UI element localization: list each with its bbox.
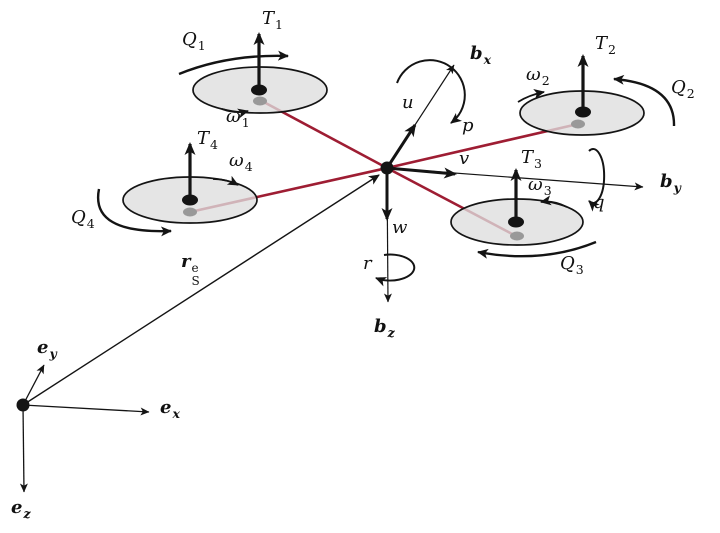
rotor-speed-arrow-1: [221, 108, 249, 119]
label-torque-2: Q2: [671, 77, 695, 101]
roll-rate-arrow-p: [396, 59, 466, 124]
rotor-3-hub: [510, 231, 524, 241]
torque-arrow-3: [477, 240, 597, 259]
label-velocity-v: v: [459, 148, 470, 169]
label-inertial-axis-x: ex: [160, 397, 180, 421]
inertial-axis-z-arrow: [19, 404, 28, 493]
origin-dot: [16, 398, 30, 412]
label-torque-1: Q1: [182, 29, 206, 53]
body-center-dot: [380, 161, 394, 175]
label-body-axis-z: bz: [374, 316, 395, 340]
label-velocity-u: u: [402, 92, 414, 113]
label-thrust-3: T3: [521, 147, 542, 171]
position-vector-arrow: [22, 174, 380, 406]
label-yaw-rate-r: r: [363, 253, 372, 274]
label-rotor-speed-3: ω3: [528, 174, 552, 198]
rotor-speed-arrow-4: [212, 175, 239, 186]
inertial-axis-y-arrow: [22, 364, 45, 406]
rotor-speed-arrow-2: [517, 89, 545, 103]
label-pitch-rate-q: q: [593, 192, 605, 213]
label-rotor-speed-2: ω2: [526, 64, 550, 88]
label-body-axis-x: bx: [470, 43, 492, 67]
label-body-axis-y: by: [660, 171, 681, 195]
torque-arrow-4: [96, 188, 172, 237]
inertial-axis-x-arrow: [22, 404, 150, 416]
torque-arrow-1: [178, 50, 289, 76]
label-torque-3: Q3: [560, 253, 584, 277]
label-inertial-axis-y: ey: [37, 337, 57, 361]
label-rotor-speed-4: ω4: [229, 150, 253, 174]
label-rotor-speed-1: ω1: [226, 106, 250, 130]
label-inertial-axis-z: ez: [11, 497, 31, 521]
rotor-2-hub: [571, 119, 585, 129]
label-thrust-4: T4: [197, 128, 218, 152]
rotor-speed-arrow-3: [540, 195, 568, 208]
yaw-rate-arrow-r: [375, 253, 416, 287]
velocity-u-arrow: [385, 123, 417, 169]
label-thrust-1: T1: [262, 8, 283, 32]
label-roll-rate-p: p: [462, 115, 474, 136]
pitch-rate-arrow-q: [588, 148, 606, 212]
label-velocity-w: w: [392, 217, 408, 238]
label-torque-4: Q4: [71, 207, 95, 231]
rotor-1-hub: [253, 96, 267, 106]
torque-arrow-2: [613, 74, 676, 127]
velocity-v-arrow: [386, 166, 457, 179]
label-thrust-2: T2: [595, 33, 616, 57]
rotor-4-hub: [183, 207, 197, 217]
